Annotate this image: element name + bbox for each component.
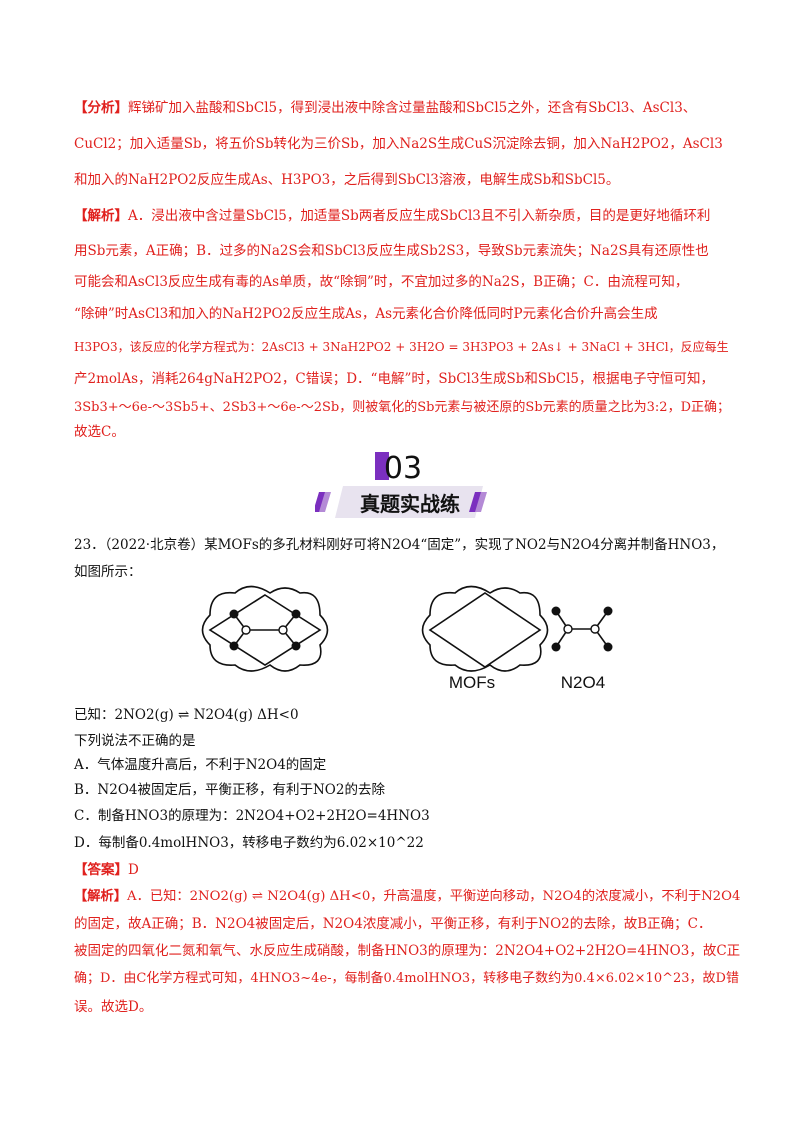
mofs-figure: MOFs N2O4 <box>201 585 613 692</box>
section-title: 真题实战练 <box>360 492 460 516</box>
explain1-line-6: 产2molAs，消耗264gNaH2PO2，C错误；D．“电解”时，SbCl3生… <box>74 371 714 387</box>
option-d: D．每制备0.4molHNO3，转移电子数约为6.02×10^22 <box>74 835 424 851</box>
explain2-line-4: 确；D．由C化学方程式可知，4HNO3~4e-，每制备0.4molHNO3，转移… <box>74 971 739 986</box>
section-number: 03 <box>384 451 422 486</box>
figure-label-n2o4: N2O4 <box>561 673 605 692</box>
explain2-line-3: 被固定的四氧化二氮和氧气、水反应生成硝酸，制备HNO3的原理为：2N2O4+O2… <box>74 943 741 959</box>
analysis-tag: 【分析】 <box>74 100 128 116</box>
analysis-line-3: 和加入的NaH2PO2反应生成As、H3PO3，之后得到SbCl3溶液，电解生成… <box>74 172 620 188</box>
explain1-line-3: 可能会和AsCl3反应生成有毒的As单质，故“除铜”时，不宜加过多的Na2S，B… <box>74 274 689 290</box>
explain1-line-1: 【解析】A．浸出液中含过量SbCl5，加适量Sb两者反应生成SbCl3且不引入新… <box>74 206 710 226</box>
explain1-line-8: 故选C。 <box>74 424 125 440</box>
section-header: 03 真题实战练 <box>313 450 490 522</box>
analysis-line-2: CuCl2；加入适量Sb，将五价Sb转化为三价Sb，加入Na2S生成CuS沉淀除… <box>74 136 723 152</box>
explain2-line-5: 误。故选D。 <box>74 999 153 1015</box>
question-stem-2: 如图所示： <box>74 564 142 580</box>
option-b: B．N2O4被固定后，平衡正移，有利于NO2的去除 <box>74 782 385 798</box>
explain1-line-7: 3Sb3+～6e-～3Sb5+、2Sb3+～6e-～2Sb，则被氧化的Sb元素与… <box>74 400 730 415</box>
question-ask: 下列说法不正确的是 <box>74 733 196 749</box>
explain1-text-1: A．浸出液中含过量SbCl5，加适量Sb两者反应生成SbCl3且不引入新杂质，目… <box>128 208 711 224</box>
explain1-line-5: H3PO3，该反应的化学方程式为：2AsCl3 + 3NaH2PO2 + 3H2… <box>74 337 729 357</box>
explain1-line-2: 用Sb元素，A正确；B．过多的Na2S会和SbCl3反应生成Sb2S3，导致Sb… <box>74 243 709 259</box>
explain1-tag: 【解析】 <box>74 208 128 224</box>
analysis-line-1: 【分析】辉锑矿加入盐酸和SbCl5，得到浸出液中除含过量盐酸和SbCl5之外，还… <box>74 98 696 118</box>
question-stem-1: 23．（2022·北京卷）某MOFs的多孔材料刚好可将N2O4“固定”，实现了N… <box>74 537 725 553</box>
option-a: A．气体温度升高后，不利于N2O4的固定 <box>74 757 327 773</box>
explain2-line-1: 【解析】A．已知：2NO2(g) ⇌ N2O4(g) ΔH<0，升高温度，平衡逆… <box>74 887 740 907</box>
explain2-tag: 【解析】 <box>74 889 128 904</box>
answer-tag: 【答案】 <box>74 862 128 878</box>
explain1-text-5a: H3PO3，该反应的化学方程式为： <box>74 340 262 354</box>
explain1-text-5b: ，反应每生 <box>668 340 729 354</box>
answer-line: 【答案】D <box>74 860 139 880</box>
mofs-framework-left <box>201 585 329 672</box>
equation-as: 2AsCl3 + 3NaH2PO2 + 3H2O = 3H3PO3 + 2As↓… <box>261 340 669 354</box>
analysis-text-1: 辉锑矿加入盐酸和SbCl5，得到浸出液中除含过量盐酸和SbCl5之外，还含有Sb… <box>128 100 697 116</box>
explain1-line-4: “除砷”时AsCl3和加入的NaH2PO2反应生成As，As元素化合价降低同时P… <box>74 306 658 322</box>
explain2-line-2: 的固定，故A正确；B．N2O4被固定后，N2O4浓度减小，平衡正移，有利于NO2… <box>74 916 712 932</box>
section-badge-icon: 03 真题实战练 <box>313 451 487 518</box>
question-known: 已知：2NO2(g) ⇌ N2O4(g) ΔH<0 <box>74 707 299 723</box>
answer-value: D <box>128 862 139 878</box>
figure-label-mofs: MOFs <box>449 673 495 692</box>
explain2-text-1: A．已知：2NO2(g) ⇌ N2O4(g) ΔH<0，升高温度，平衡逆向移动，… <box>127 889 741 904</box>
mofs-framework-empty <box>421 585 549 672</box>
option-c: C．制备HNO3的原理为：2N2O4+O2+2H2O=4HNO3 <box>74 808 430 824</box>
